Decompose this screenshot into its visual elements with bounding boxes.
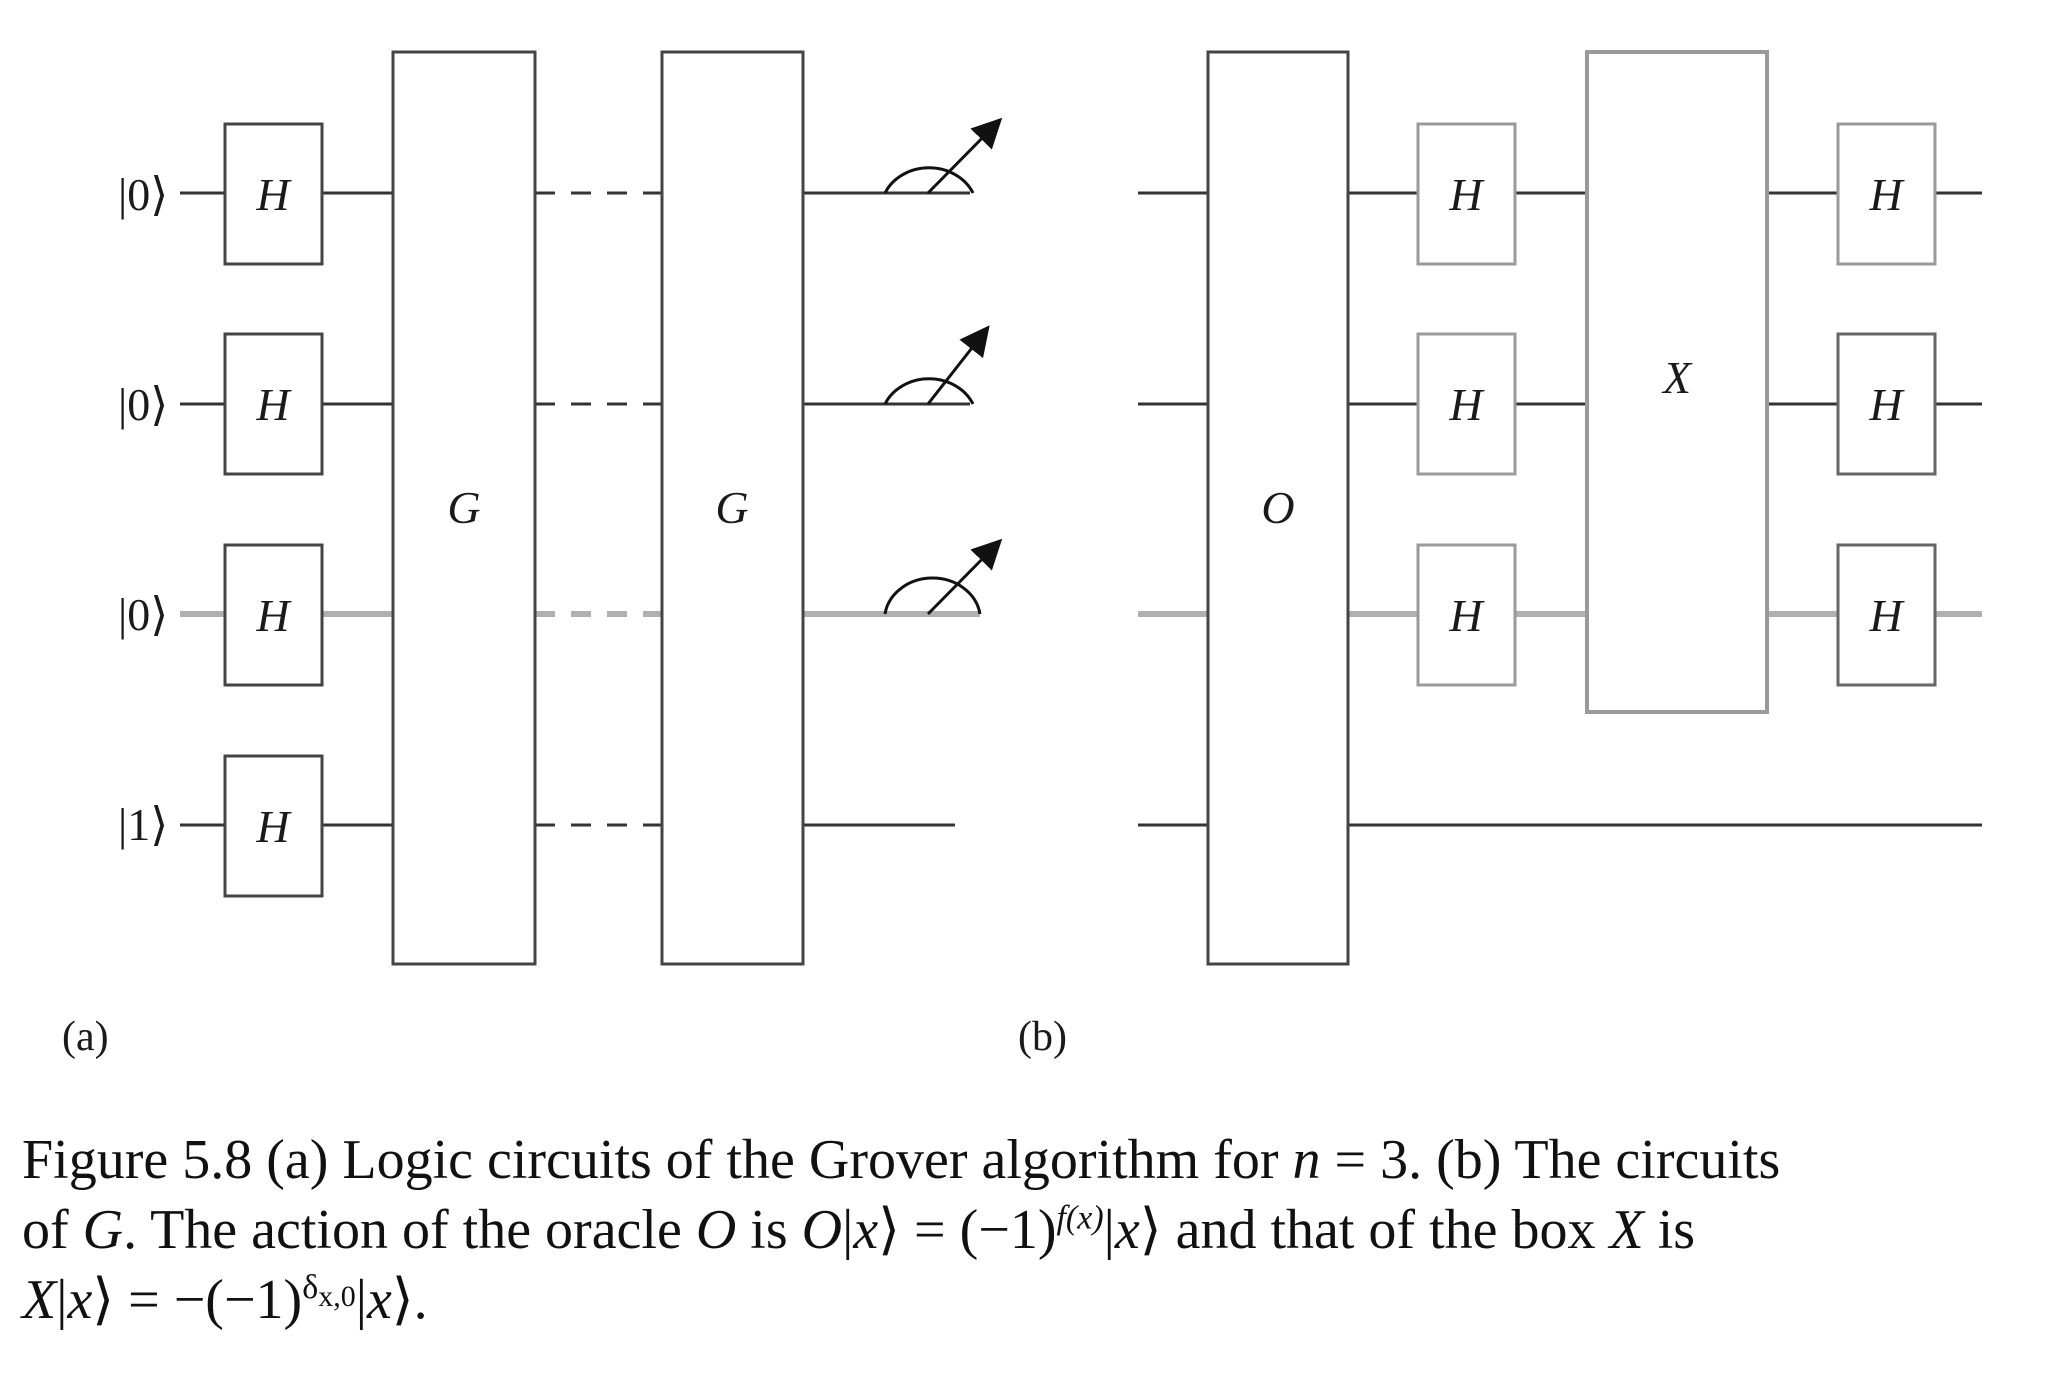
figure-caption: Figure 5.8 (a) Logic circuits of the Gro… <box>22 1125 2022 1335</box>
caption-var: x <box>1114 1199 1140 1261</box>
grover-label-2: G <box>715 482 748 533</box>
caption-text: ⟩ = (−1) <box>878 1199 1057 1261</box>
caption-var: n <box>1292 1129 1321 1191</box>
caption-var: x <box>67 1269 93 1331</box>
hadamard-label: H <box>255 169 292 220</box>
caption-text: | <box>56 1269 68 1331</box>
hadamard-gate-b6 <box>1836 543 1937 687</box>
hadamard-gate-a1 <box>223 122 324 266</box>
caption-text: ⟩ = −(−1) <box>92 1269 303 1331</box>
panel-a-label: (a) <box>62 1014 109 1060</box>
hadamard-label: H <box>255 801 292 852</box>
hadamard-gate-a2 <box>223 332 324 476</box>
caption-text: | <box>842 1199 854 1261</box>
hadamard-gate-a3 <box>223 543 324 687</box>
caption-text: is <box>736 1199 802 1261</box>
input-ket-4: |1⟩ <box>118 799 168 850</box>
caption-text: | <box>1103 1199 1115 1261</box>
hadamard-gate-b4 <box>1836 122 1937 266</box>
measurement-icon <box>883 117 1003 195</box>
x-box-label: X <box>1661 352 1693 403</box>
hadamard-label: H <box>1868 379 1905 430</box>
caption-var: X <box>22 1269 57 1331</box>
caption-var: x <box>853 1199 879 1261</box>
caption-text: = 3. (b) The circuits <box>1320 1129 1781 1191</box>
panel-b: O H H H X H H H (b) <box>1018 50 1982 1060</box>
caption-subscript: x,0 <box>318 1280 356 1314</box>
grover-gate-1 <box>391 50 537 966</box>
hadamard-label: H <box>1868 590 1905 641</box>
hadamard-label: H <box>1868 169 1905 220</box>
caption-text: of <box>22 1199 83 1261</box>
hadamard-label: H <box>1448 379 1485 430</box>
hadamard-gate-b2 <box>1416 332 1517 476</box>
hadamard-label: H <box>1448 169 1485 220</box>
caption-var: O <box>695 1199 737 1261</box>
measurement-icon <box>883 325 990 405</box>
hadamard-label: H <box>255 379 292 430</box>
oracle-label: O <box>1261 482 1294 533</box>
hadamard-label: H <box>255 590 292 641</box>
hadamard-label: H <box>1448 590 1485 641</box>
caption-var: O <box>801 1199 843 1261</box>
caption-line-2: of G. The action of the oracle O is O|x⟩… <box>22 1195 2022 1265</box>
input-ket-2: |0⟩ <box>118 379 168 430</box>
circuit-diagram: |0⟩ |0⟩ |0⟩ |1⟩ <box>62 50 1982 1060</box>
hadamard-gate-b3 <box>1416 543 1517 687</box>
panel-a: |0⟩ |0⟩ |0⟩ |1⟩ <box>62 50 1003 1060</box>
caption-text: | <box>355 1269 367 1331</box>
input-ket-1: |0⟩ <box>118 169 168 220</box>
caption-text: is <box>1643 1199 1696 1261</box>
caption-superscript: f(x) <box>1056 1199 1104 1237</box>
caption-text: ⟩ and that of the box <box>1139 1199 1610 1261</box>
caption-text: ⟩. <box>391 1269 428 1331</box>
caption-text: . The action of the oracle <box>123 1199 696 1261</box>
oracle-gate <box>1206 50 1350 966</box>
caption-var: x <box>366 1269 392 1331</box>
caption-line-3: X|x⟩ = −(−1)δx,0|x⟩. <box>22 1265 2022 1335</box>
hadamard-gate-a4 <box>223 754 324 898</box>
caption-superscript: δ <box>302 1269 319 1307</box>
caption-var: X <box>1609 1199 1644 1261</box>
grover-label-1: G <box>447 482 480 533</box>
caption-var: G <box>82 1199 124 1261</box>
grover-gate-2 <box>660 50 805 966</box>
panel-b-label: (b) <box>1018 1014 1067 1060</box>
hadamard-gate-b1 <box>1416 122 1517 266</box>
x-box-gate <box>1585 50 1769 714</box>
input-ket-3: |0⟩ <box>118 589 168 640</box>
measurement-icon <box>883 538 1003 616</box>
caption-text: Figure 5.8 (a) Logic circuits of the Gro… <box>22 1129 1293 1191</box>
hadamard-gate-b5 <box>1836 332 1937 476</box>
caption-line-1: Figure 5.8 (a) Logic circuits of the Gro… <box>22 1125 2022 1195</box>
